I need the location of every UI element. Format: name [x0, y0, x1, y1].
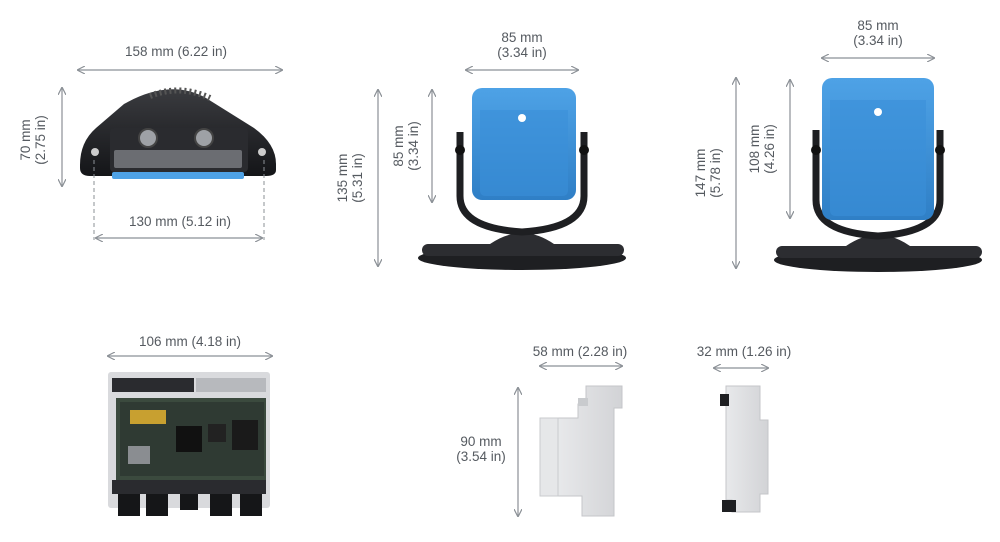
board-width-label: 106 mm (4.18 in) — [139, 334, 241, 349]
din-side-width-label: 32 mm (1.26 in) — [697, 344, 792, 359]
sensor1-head-height-in-label: (3.34 in) — [406, 121, 421, 171]
sensor2-total-height-in-label: (5.78 in) — [708, 148, 723, 198]
sensor1-width-mm-label: 85 mm — [501, 30, 542, 45]
sensor2-head-height-in-label: (4.26 in) — [762, 124, 777, 174]
sensor2-width-in-label: (3.34 in) — [853, 33, 903, 48]
car-unit-height-in-label: (2.75 in) — [33, 115, 48, 165]
sensor2-head-height-mm-label: 108 mm — [747, 125, 762, 174]
sensor2-width-mm-label: 85 mm — [857, 18, 898, 33]
sensor1-total-height-mm-label: 135 mm — [335, 154, 350, 203]
sensor1-head-height-mm-label: 85 mm — [391, 125, 406, 166]
din-module-front-device — [539, 385, 623, 517]
din-module-side-device — [720, 385, 769, 513]
din-height-mm-label: 90 mm — [460, 434, 501, 449]
sensor-large-device — [774, 78, 982, 272]
sensor-small-device — [418, 88, 626, 270]
sensor1-total-height-in-label: (5.31 in) — [350, 153, 365, 203]
controller-board-device — [108, 372, 270, 516]
car-unit-base-width-label: 130 mm (5.12 in) — [129, 214, 231, 229]
din-height-in-label: (3.54 in) — [456, 449, 506, 464]
sensor1-width-in-label: (3.34 in) — [497, 45, 547, 60]
sensor2-total-height-mm-label: 147 mm — [693, 149, 708, 198]
car-unit-height-mm-label: 70 mm — [18, 119, 33, 160]
car-unit-device — [80, 87, 276, 179]
din-front-width-label: 58 mm (2.28 in) — [533, 344, 628, 359]
car-unit-width-label: 158 mm (6.22 in) — [125, 44, 227, 59]
